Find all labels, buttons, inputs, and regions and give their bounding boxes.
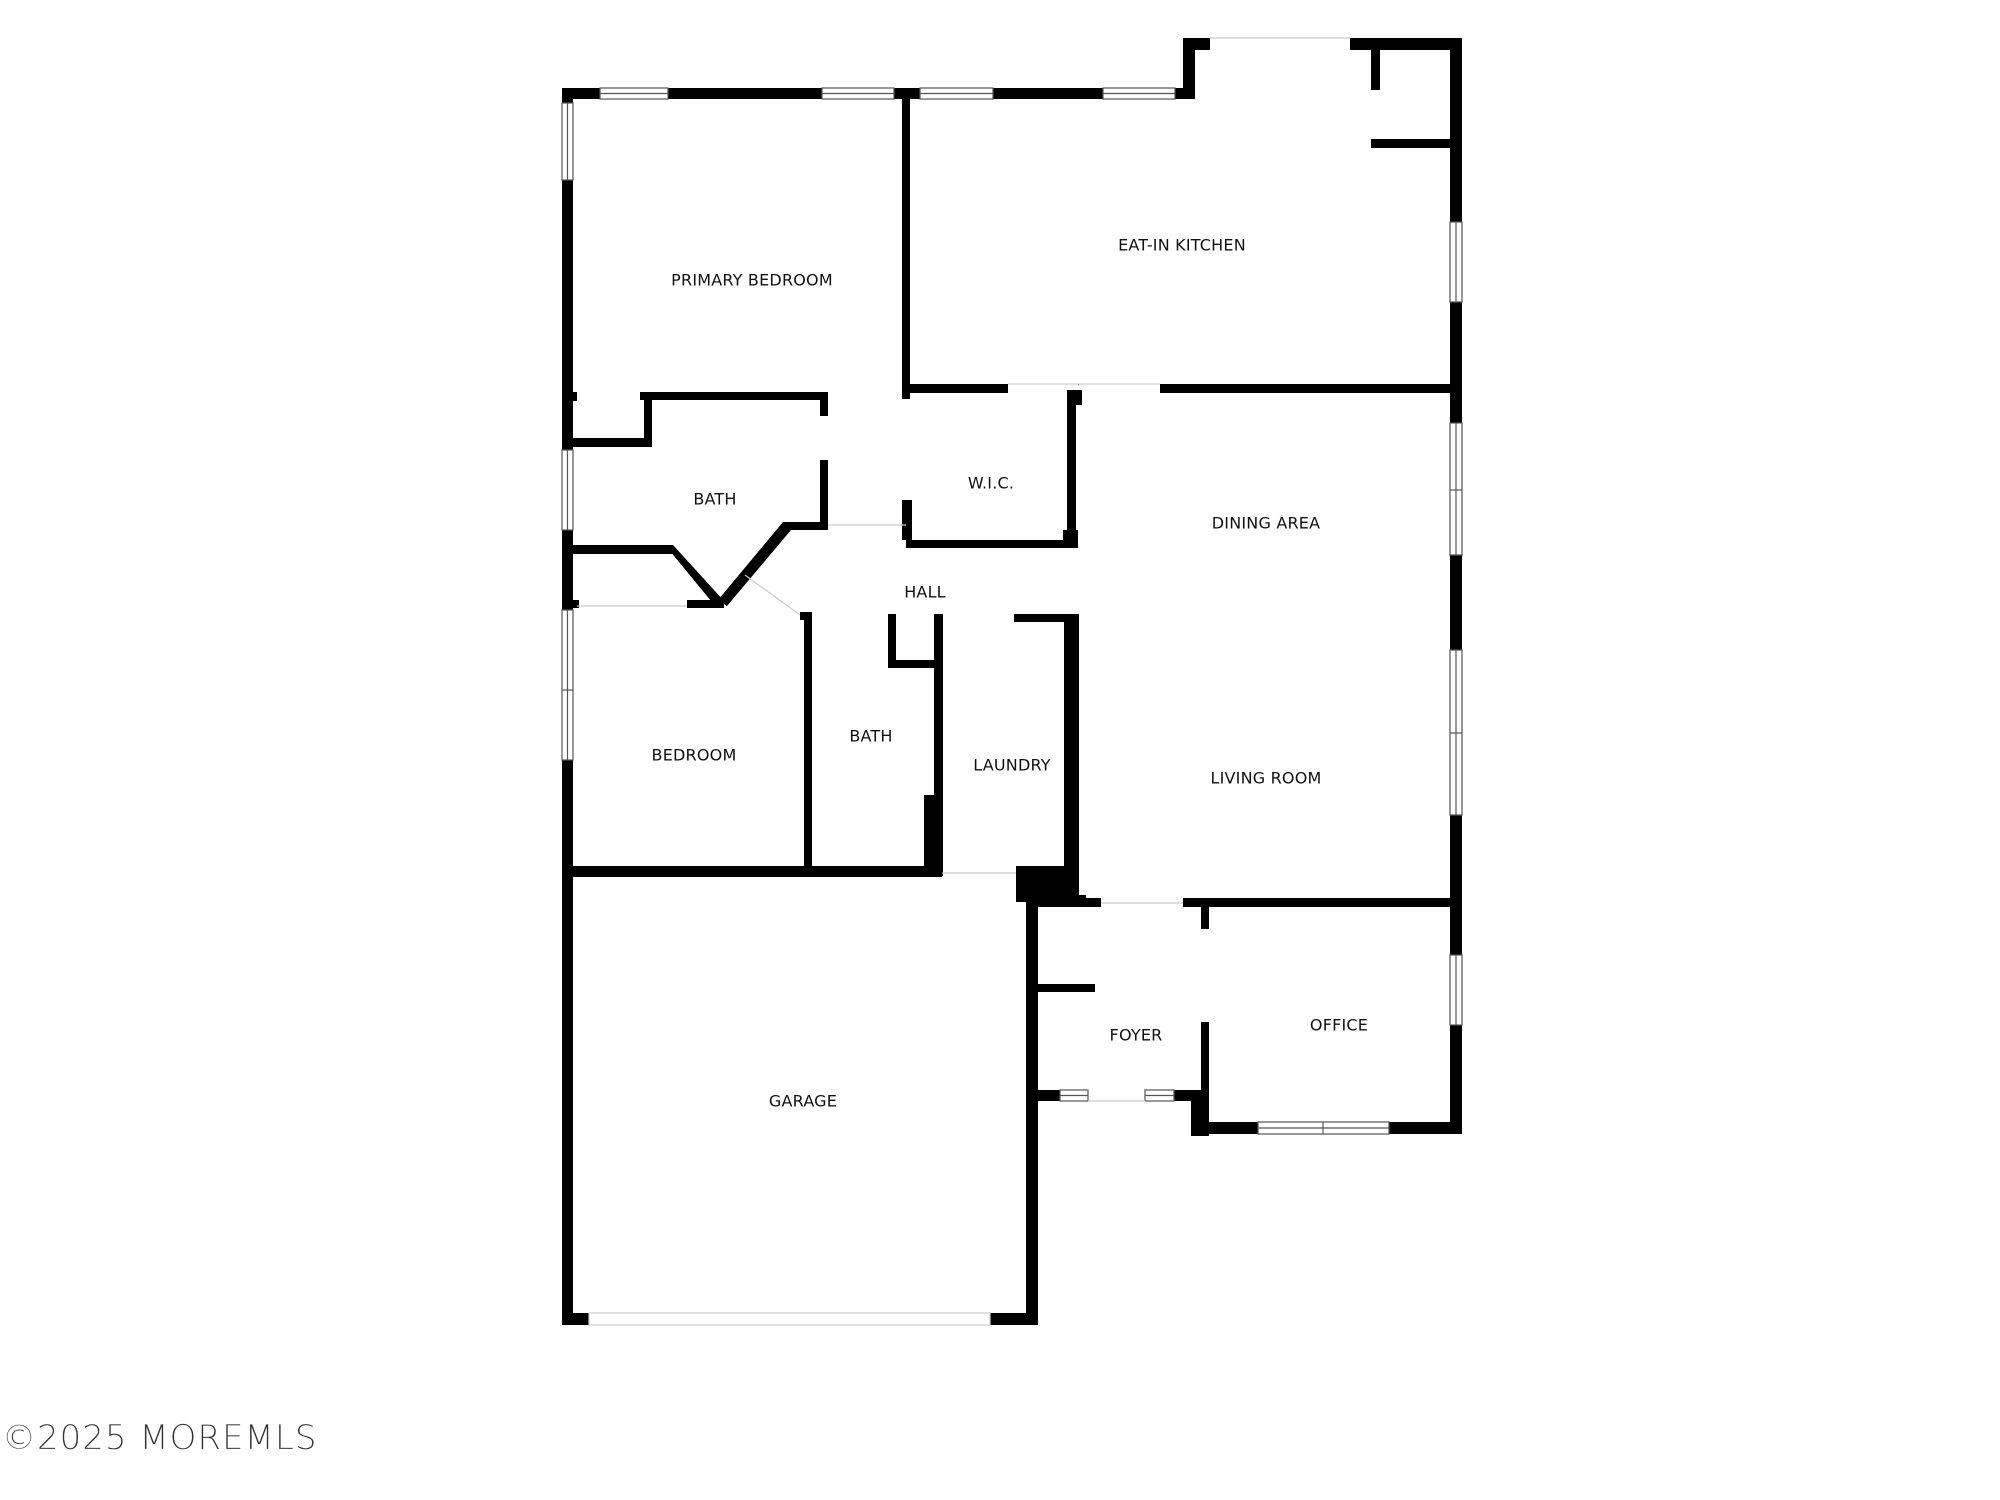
room-label-primary-bath: BATH: [693, 489, 737, 509]
room-label-primary-bedroom: PRIMARY BEDROOM: [671, 270, 833, 290]
room-label-hall-bath: BATH: [849, 726, 893, 746]
room-label-living-room: LIVING ROOM: [1210, 768, 1322, 788]
room-label-dining-area: DINING AREA: [1211, 513, 1321, 533]
room-label-garage: GARAGE: [768, 1091, 838, 1111]
room-label-office: OFFICE: [1309, 1015, 1369, 1035]
room-label-eat-in-kitchen: EAT-IN KITCHEN: [1118, 235, 1246, 255]
room-label-wic: W.I.C.: [967, 473, 1015, 493]
room-label-hall: HALL: [904, 582, 946, 602]
room-label-laundry: LAUNDRY: [973, 755, 1051, 775]
copyright-watermark: ©2025 MOREMLS: [2, 1418, 318, 1458]
walls: [562, 38, 1462, 1325]
room-label-bedroom: BEDROOM: [651, 745, 737, 765]
windows: [561, 87, 1463, 1135]
openings: [577, 37, 1350, 1326]
room-label-foyer: FOYER: [1109, 1025, 1163, 1045]
